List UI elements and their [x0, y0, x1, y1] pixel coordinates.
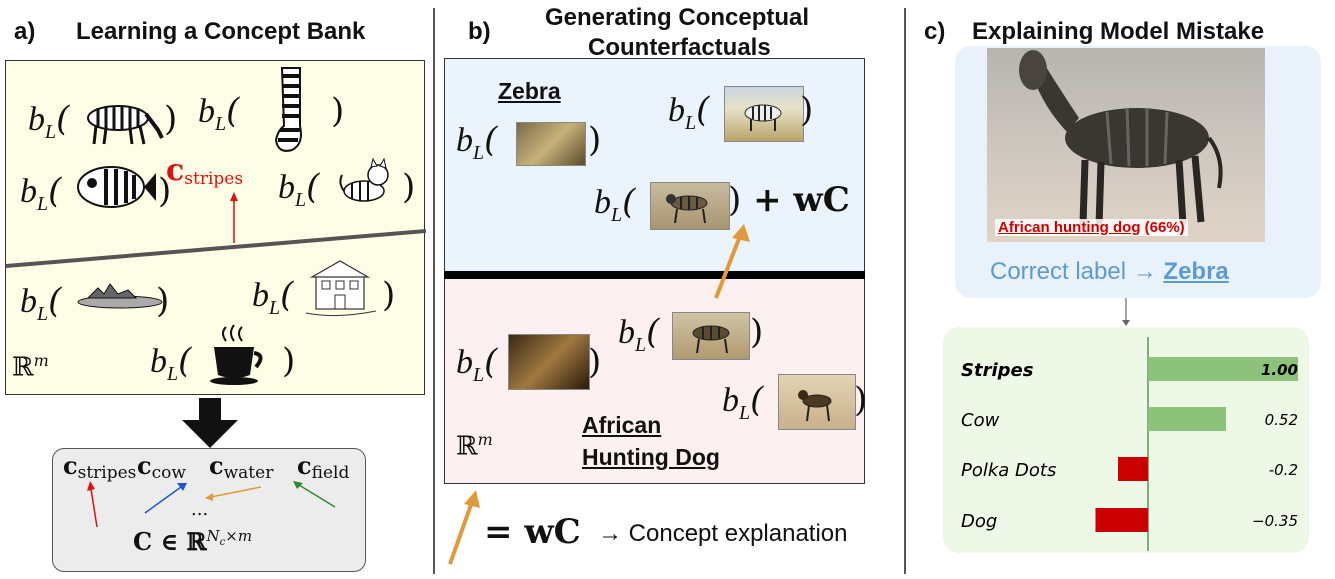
category-label: Dog: [961, 511, 997, 532]
value-label: −0.35: [1252, 512, 1298, 530]
bL-island: bL(: [20, 281, 62, 325]
plus-wc: ) + wC: [728, 180, 850, 220]
paren-close: ): [156, 281, 170, 321]
dog-photo-thumbnail: [508, 334, 590, 390]
sock-icon: [274, 67, 302, 152]
value-label: -0.2: [1269, 461, 1298, 479]
space-rm-b: ℝm: [456, 430, 493, 462]
bar-stripes: [1148, 357, 1298, 381]
bank-formula: C ∈ ℝNc×m: [133, 527, 253, 556]
category-label: Polka Dots: [961, 460, 1056, 481]
paren-close: ): [750, 312, 764, 352]
concept-space-drawing: [6, 67, 426, 385]
paren-close: ): [800, 90, 814, 130]
paren-close: ): [588, 342, 602, 382]
panel-c-tag: c): [924, 18, 946, 45]
striped-dog-icon: [666, 194, 708, 224]
hyperplane-line: [6, 229, 426, 268]
category-label: Cow: [961, 410, 1000, 431]
panel-a-tag: a): [14, 18, 36, 45]
bL-counterfactual: bL(: [594, 182, 636, 226]
zebra-photo-thumbnail: [516, 122, 586, 166]
panel-b-tag: b): [468, 18, 491, 45]
paren-close: ): [854, 380, 868, 420]
down-arrow-icon: [182, 398, 238, 448]
correct-label-prefix: Correct label →: [990, 258, 1157, 285]
paren-close: ): [588, 120, 602, 160]
counterfactual-arrow: [714, 224, 750, 299]
bank-c-water: cwater: [209, 451, 274, 484]
coffee-cup-icon: [210, 324, 263, 385]
paren-close: ): [331, 91, 345, 131]
panel-b-title-1: Generating Conceptual: [545, 4, 810, 31]
value-label: 0.52: [1265, 411, 1298, 429]
zebra-figure-icon: [744, 104, 782, 131]
zebra-photo-thumbnail: [724, 86, 804, 142]
dog-photo-thumbnail: [778, 374, 856, 430]
bL-dog-photo-2: bL(: [722, 380, 764, 424]
paren-close: ): [402, 167, 416, 207]
dog-figure-icon: [798, 390, 832, 422]
paren-close: ): [282, 341, 296, 381]
prediction-confidence: (66%): [1144, 219, 1185, 236]
dog-class-label-1: African: [582, 412, 662, 438]
zebra-mud-photo: African hunting dog (66%): [987, 48, 1265, 242]
legend-equation: = wC: [484, 512, 581, 552]
concept-bank-arrows: [87, 481, 336, 528]
separator-ab: [433, 8, 435, 574]
down-connector-arrow: [1122, 298, 1130, 326]
dog-photo-thumbnail: [672, 312, 750, 360]
dog-figure-icon: [692, 325, 730, 354]
fish-icon: [77, 166, 156, 208]
panel-c-title: Explaining Model Mistake: [972, 18, 1265, 45]
bL-building: bL(: [252, 275, 294, 319]
building-icon: [305, 260, 377, 317]
cat-icon: [339, 157, 389, 202]
bL-sock: bL(: [198, 91, 240, 135]
value-label: 1.00: [1261, 361, 1298, 379]
prediction-label: African hunting dog: [998, 219, 1141, 236]
c-stripes-label: cstripes: [166, 153, 244, 190]
prediction-caption: African hunting dog (66%): [995, 219, 1188, 236]
island-icon: [77, 283, 163, 309]
dog-class-label-2: Hunting Dog: [582, 444, 720, 470]
bL-fish: bL(: [20, 171, 62, 215]
bar-polka-dots: [1118, 457, 1148, 481]
category-label: Stripes: [961, 360, 1034, 381]
paren-close: ): [164, 99, 178, 139]
zebra-class-label: Zebra: [498, 78, 561, 104]
bL-dog-photo-zebra: bL(: [618, 312, 660, 356]
legend-text: → Concept explanation: [598, 520, 848, 547]
correct-label-value: Zebra: [1163, 258, 1229, 285]
bar-cow: [1148, 407, 1226, 431]
bL-zebra: bL(: [28, 99, 70, 143]
panel-a-title: Learning a Concept Bank: [76, 18, 366, 45]
bL-dog-photo-1: bL(: [456, 342, 498, 386]
bL-zebra-photo-2: bL(: [668, 90, 710, 134]
space-rm-a: ℝm: [12, 351, 49, 383]
muddy-zebra-icon: [1019, 50, 1223, 227]
bank-c-stripes: cstripes: [63, 451, 137, 484]
decision-boundary: [444, 271, 865, 279]
bL-zebra-photo-1: bL(: [456, 120, 498, 164]
bL-cat: bL(: [278, 167, 320, 211]
bank-c-field: cfield: [297, 451, 350, 484]
panel-b-title-2: Counterfactuals: [588, 34, 771, 61]
bank-c-cow: ccow: [137, 451, 186, 484]
concept-bank-box: cstripes ccow cwater cfield ... C ∈ ℝNc×…: [52, 448, 366, 572]
correct-label-line: Correct label → Zebra: [990, 258, 1229, 286]
paren-close: ): [382, 275, 396, 315]
separator-bc: [904, 8, 906, 574]
bL-coffee: bL(: [150, 341, 192, 385]
legend-arrow-icon: [448, 490, 480, 565]
dog-with-stripes-thumbnail: [650, 182, 730, 230]
bank-dots: ...: [191, 499, 209, 520]
concept-space-box: bL( ) bL( ) bL( ) bL( ) cstripes bL( ) b…: [5, 60, 426, 395]
zebra-icon: [87, 105, 164, 145]
bar-dog: [1095, 508, 1148, 532]
paren-close: ): [158, 171, 172, 211]
